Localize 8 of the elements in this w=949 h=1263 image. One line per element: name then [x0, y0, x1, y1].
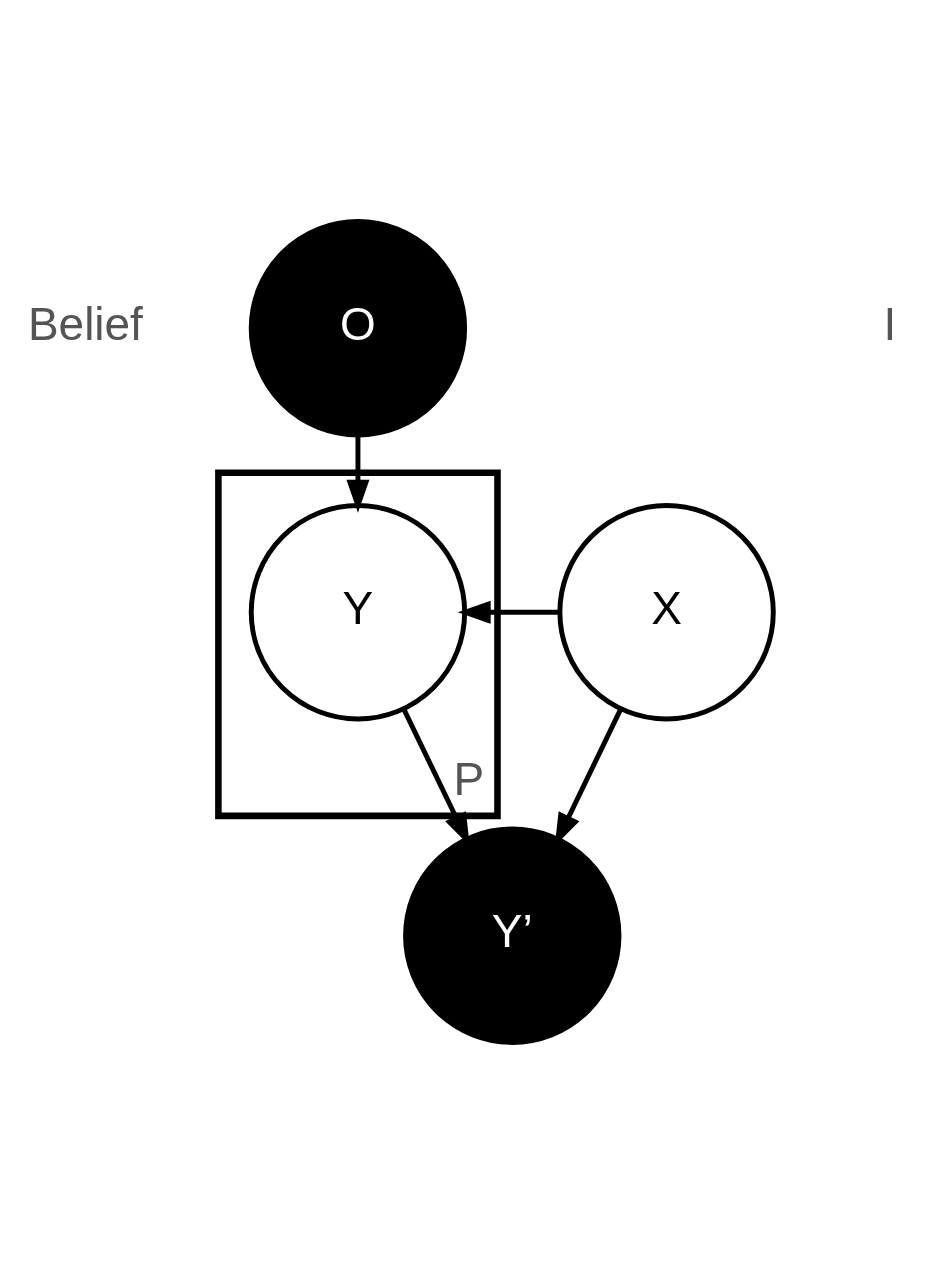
node-circle: X	[557, 502, 776, 721]
node-circle: Y’	[403, 826, 622, 1045]
arrow	[457, 600, 560, 624]
label: I	[883, 297, 897, 350]
node-circle: O	[248, 218, 468, 437]
node-label: Belief	[27, 297, 143, 350]
node-circle: Y	[248, 502, 468, 721]
arrow	[346, 434, 370, 513]
